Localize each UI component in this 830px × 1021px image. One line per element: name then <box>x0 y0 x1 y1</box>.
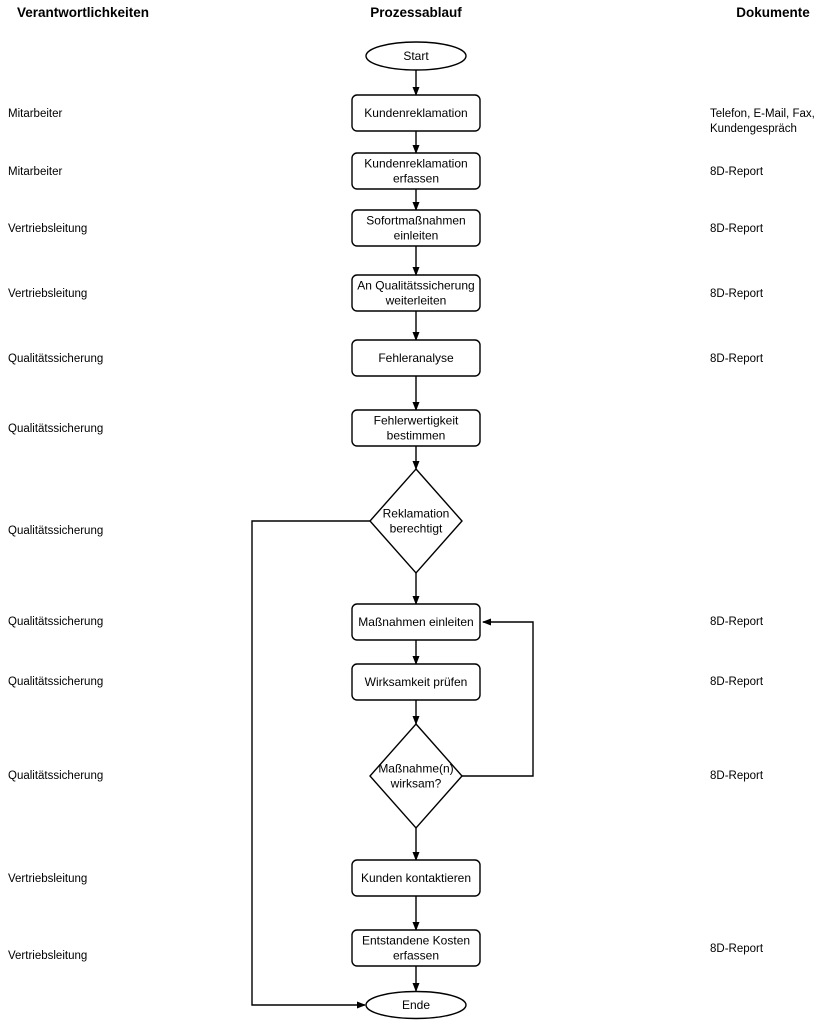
responsibility-label: Mitarbeiter <box>8 108 62 120</box>
process-shape <box>351 859 481 897</box>
node-label: Maßnahme(n)wirksam? <box>378 762 453 791</box>
decision-shape <box>369 722 463 830</box>
process-shape <box>351 339 481 377</box>
process-shape <box>351 663 481 701</box>
node-massnahmen-einleiten[interactable]: Maßnahmen einleiten <box>351 603 481 641</box>
responsibility-label: Vertriebsleitung <box>8 288 87 300</box>
node-label: Kunden kontaktieren <box>361 871 471 885</box>
node-start[interactable]: Start <box>365 41 467 71</box>
document-label: 8D-Report <box>710 166 764 178</box>
responsibilities-column: MitarbeiterMitarbeiterVertriebsleitungVe… <box>8 108 103 962</box>
node-kunden-kontaktieren[interactable]: Kunden kontaktieren <box>351 859 481 897</box>
header-verantwortlichkeiten: Verantwortlichkeiten <box>17 5 149 20</box>
node-label: Ende <box>402 998 430 1012</box>
process-shape <box>351 409 481 447</box>
process-shape <box>351 152 481 190</box>
responsibility-label: Qualitätssicherung <box>8 525 103 537</box>
document-label: 8D-Report <box>710 616 764 628</box>
process-shape <box>351 929 481 967</box>
node-kundenreklamation[interactable]: Kundenreklamation <box>351 94 481 132</box>
node-wirksamkeit-pruefen[interactable]: Wirksamkeit prüfen <box>351 663 481 701</box>
node-label: Maßnahmen einleiten <box>358 615 473 629</box>
documents-column: Telefon, E-Mail, Fax,Kundengespräch 8D-Re… <box>710 108 815 955</box>
document-label: 8D-Report <box>710 353 764 365</box>
node-ende[interactable]: Ende <box>365 990 467 1020</box>
node-massnahmen-wirksam[interactable]: Maßnahme(n)wirksam? <box>369 722 463 830</box>
node-label: Fehleranalyse <box>378 351 454 365</box>
process-shape <box>351 209 481 247</box>
responsibility-label: Mitarbeiter <box>8 166 62 178</box>
header-prozessablauf: Prozessablauf <box>370 5 462 20</box>
responsibility-label: Qualitätssicherung <box>8 353 103 365</box>
connector-decision2-no-loop-to-massnahmen <box>462 618 534 777</box>
document-label: 8D-Report <box>710 288 764 300</box>
node-label: Wirksamkeit prüfen <box>365 675 468 689</box>
header-dokumente: Dokumente <box>736 5 810 20</box>
connector-decision1-no-loop-to-ende <box>251 520 370 1009</box>
node-fehleranalyse[interactable]: Fehleranalyse <box>351 339 481 377</box>
document-label: 8D-Report <box>710 943 764 955</box>
connectors-layer <box>251 70 534 1009</box>
responsibility-label: Qualitätssicherung <box>8 423 103 435</box>
responsibility-label: Qualitätssicherung <box>8 616 103 628</box>
node-label: Start <box>403 49 429 63</box>
document-label: 8D-Report <box>710 223 764 235</box>
responsibility-label: Qualitätssicherung <box>8 676 103 688</box>
column-headers: Verantwortlichkeiten Prozessablauf Dokum… <box>17 5 810 20</box>
responsibility-label: Vertriebsleitung <box>8 873 87 885</box>
responsibility-label: Vertriebsleitung <box>8 950 87 962</box>
process-shape <box>351 94 481 132</box>
decision-shape <box>369 467 463 575</box>
document-label: 8D-Report <box>710 676 764 688</box>
terminator-shape <box>365 990 467 1020</box>
document-label: Telefon, E-Mail, Fax,Kundengespräch <box>710 108 815 135</box>
process-shape <box>351 274 481 312</box>
terminator-shape <box>365 41 467 71</box>
process-shape <box>351 603 481 641</box>
node-label: Kundenreklamation <box>364 106 467 120</box>
responsibility-label: Qualitätssicherung <box>8 770 103 782</box>
responsibility-label: Vertriebsleitung <box>8 223 87 235</box>
document-label: 8D-Report <box>710 770 764 782</box>
